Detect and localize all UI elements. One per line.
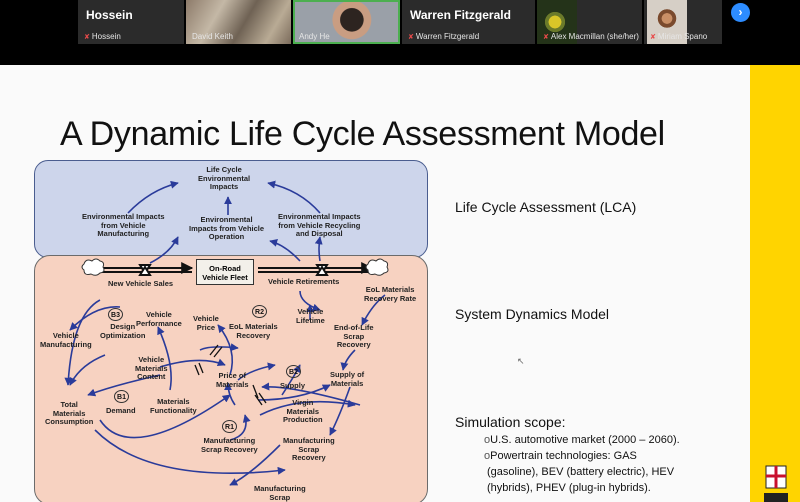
scope-title: Simulation scope: [455,414,566,430]
loop-marker-r2: R2 [252,305,267,318]
loop-marker-b1: B1 [114,390,129,403]
participant-name: David Keith [192,32,233,41]
participant-name: ✘Alex Macmillan (she/her) [543,32,639,41]
node-vehicle-manufacturing: Vehicle Manufacturing [40,331,92,349]
node-eol-recovery-rate: EoL Materials Recovery Rate [364,285,417,303]
sd-label: System Dynamics Model [455,306,610,322]
node-lca-impacts: Life Cycle Environmental Impacts [198,165,251,191]
mouse-cursor-icon: ↖ [517,356,525,366]
scope-item-1: oU.S. automotive market (2000 – 2060). [484,434,680,446]
participant-tile-hossein[interactable]: Hossein ✘Hossein [78,0,184,44]
participant-name: ✘Warren Fitzgerald [408,32,480,41]
causal-loop-diagram [64,180,389,486]
participant-name: ✘Miriam Spano [650,32,708,41]
participant-tile-warren-fitzgerald[interactable]: Warren Fitzgerald ✘Warren Fitzgerald [402,0,535,44]
participant-name: Andy He [299,32,330,41]
lca-label: Life Cycle Assessment (LCA) [455,199,637,215]
scope-item-2-cont: (gasoline), BEV (battery electric), HEV [487,466,675,478]
node-supply: Supply [280,381,306,390]
lca-region [34,160,428,258]
node-virgin-materials-production: Virgin Materials Production [283,398,323,424]
mic-muted-icon: ✘ [408,34,414,41]
node-vehicle-performance: Vehicle Performance [136,310,182,328]
mic-muted-icon: ✘ [84,34,90,41]
university-crest-icon [764,465,788,502]
participant-big-name: Hossein [86,8,133,22]
node-env-recycling: Environmental Impacts from Vehicle Recyc… [278,212,361,238]
participant-big-name: Warren Fitzgerald [410,8,511,22]
node-materials-functionality: Materials Functionality [150,397,197,415]
node-env-manufacturing: Environmental Impacts from Vehicle Manuf… [82,212,165,238]
node-manufacturing-scrap-recovery-2: Manufacturing Scrap Recovery [283,436,335,462]
loop-marker-b2: B2 [286,365,301,378]
node-vehicle-materials-content: Vehicle Materials Content [135,355,168,381]
node-env-operation: Environmental Impacts from Vehicle Opera… [189,215,265,241]
node-vehicle-lifetime: Vehicle Lifetime [296,307,325,325]
node-supply-of-materials: Supply of Materials [330,370,365,388]
node-price-of-materials: Price of Materials [216,371,249,389]
node-design-optimization: Design Optimization [100,322,146,340]
node-vehicle-fleet: On-Road Vehicle Fleet [196,259,254,285]
node-manufacturing-scrap-recovery: Manufacturing Scrap Recovery [201,436,258,454]
node-manufacturing-scrap: Manufacturing Scrap [254,484,306,502]
node-eol-scrap-recovery: End-of-Life Scrap Recovery [334,323,374,349]
system-dynamics-region [34,255,428,502]
loop-marker-r1: R1 [222,420,237,433]
shared-slide: A Dynamic Life Cycle Assessment Model [0,65,800,502]
node-demand: Demand [106,406,136,415]
scope-item-2: oPowertrain technologies: GAS [484,450,637,462]
node-total-materials-consumption: Total Materials Consumption [45,400,94,426]
slide-title: A Dynamic Life Cycle Assessment Model [60,115,665,153]
slide-accent-bar [750,65,800,502]
participant-tile-alex-macmillan[interactable]: ✘Alex Macmillan (she/her) [537,0,642,44]
participant-tile-andy-he[interactable]: Andy He [293,0,400,44]
node-new-vehicle-sales: New Vehicle Sales [108,279,174,288]
node-vehicle-price: Vehicle Price [193,314,219,332]
participant-photo [647,0,687,44]
loop-marker-b3: B3 [108,308,123,321]
mic-muted-icon: ✘ [650,34,656,41]
participant-strip: Hossein ✘Hossein David Keith Andy He War… [0,0,800,65]
scope-item-2-cont2: (hybrids), PHEV (plug-in hybrids). [487,482,651,494]
participant-photo [537,0,577,44]
mic-muted-icon: ✘ [543,34,549,41]
node-vehicle-retirements: Vehicle Retirements [268,277,340,286]
participant-name: ✘Hossein [84,32,121,41]
participant-tile-miriam-spano[interactable]: ✘Miriam Spano [644,0,722,44]
participant-tile-david-keith[interactable]: David Keith [186,0,291,44]
next-page-button[interactable]: › [731,3,750,22]
node-eol-materials-recovery: EoL Materials Recovery [229,322,278,340]
